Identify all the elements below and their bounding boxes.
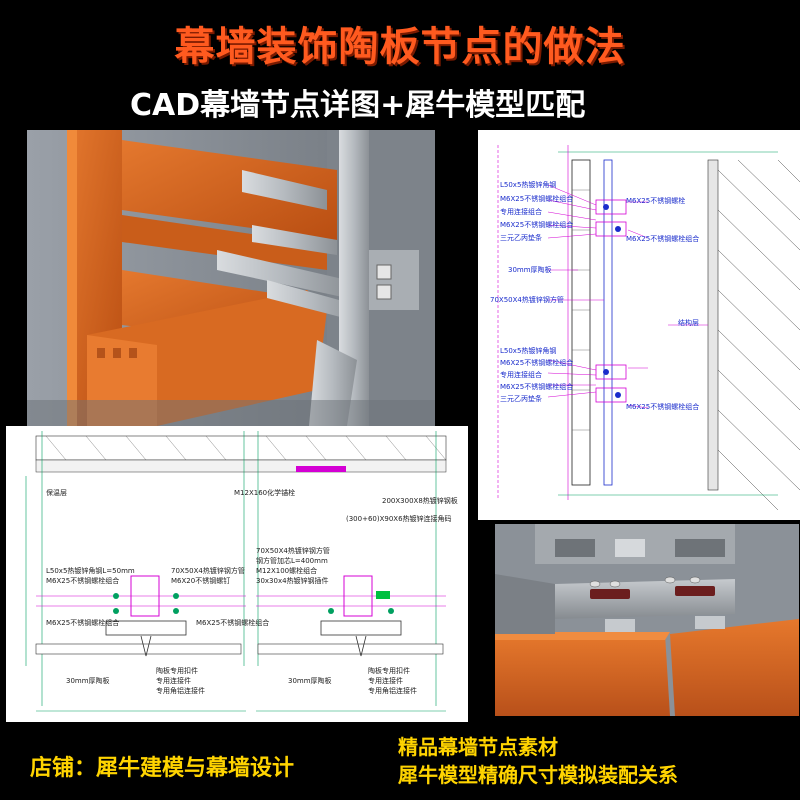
cad-vertical-label: L50x5热镀锌角钢 bbox=[500, 347, 557, 355]
cad-plan-left-label: 70X50X4热镀锌钢方管 bbox=[171, 567, 245, 575]
cad-plan-right-label: M12X100螺栓组合 bbox=[256, 567, 318, 575]
cad-plan-left-label: 保温层 bbox=[46, 489, 67, 497]
cad-plan-left-label: 专用连接件 bbox=[156, 677, 191, 685]
cad-vertical-label: 专用连接组合 bbox=[500, 208, 542, 216]
cad-vertical-label: 专用连接组合 bbox=[500, 371, 542, 379]
cad-plan-left-label: 陶板专用扣件 bbox=[156, 667, 198, 675]
cad-vertical-label: 30mm厚陶板 bbox=[508, 266, 552, 274]
cad-plan-left-label: M6X25不锈钢螺栓组合 bbox=[46, 619, 120, 627]
cad-plan-left-label: M6X25不锈钢螺栓组合 bbox=[196, 619, 270, 627]
cad-plan-sections: 保温层 L50x5热镀锌角钢L=50mm M6X25不锈钢螺栓组合 70X50X… bbox=[6, 426, 468, 722]
cad-plan-left-label: M6X25不锈钢螺栓组合 bbox=[46, 577, 120, 585]
cad-plan-right-label: 专用连接件 bbox=[368, 677, 403, 685]
cad-vertical-label: M6X25不锈钢螺栓组合 bbox=[626, 235, 700, 243]
render-top-left bbox=[27, 130, 435, 426]
cad-plan-right-label: 30x30x4热镀锌钢插件 bbox=[256, 577, 329, 585]
shop-name: 店铺：犀牛建模与幕墙设计 bbox=[30, 756, 295, 781]
cad-vertical-section: L50x5热镀锌角钢 M6X25不锈钢螺栓组合 专用连接组合 M6X25不锈钢螺… bbox=[478, 130, 800, 520]
cad-plan-left-label: M6X20不锈钢螺钉 bbox=[171, 577, 231, 585]
render-bottom-right bbox=[495, 524, 799, 716]
cad-vertical-label: 70X50X4热镀锌钢方管 bbox=[490, 296, 564, 304]
poster-title: 幕墙装饰陶板节点的做法 bbox=[174, 24, 626, 70]
cad-plan-drawing bbox=[25, 431, 447, 712]
render-top-left-image bbox=[27, 130, 435, 426]
cad-vertical-label: M6X25不锈钢螺栓组合 bbox=[500, 221, 574, 229]
cad-vertical-label: M6X25不锈钢螺栓组合 bbox=[500, 383, 574, 391]
cad-vertical-label: M6X25不锈钢螺栓组合 bbox=[500, 359, 574, 367]
cad-plan-right-label: 200X300X8热镀锌钢板 bbox=[382, 497, 458, 505]
cad-vertical-drawing bbox=[497, 145, 800, 511]
cad-vertical-label: L50x5热镀锌角钢 bbox=[500, 181, 557, 189]
footer-line-2: 犀牛模型精确尺寸模拟装配关系 bbox=[398, 763, 678, 787]
cad-plan-left-label: 30mm厚陶板 bbox=[66, 677, 110, 685]
cad-plan-right-label: 专用角铝连接件 bbox=[368, 687, 417, 695]
cad-plan-left-label: L50x5热镀锌角钢L=50mm bbox=[46, 567, 135, 575]
cad-plan-right-label: 70X50X4热镀锌钢方管 bbox=[256, 547, 330, 555]
cad-vertical-label: M6X25不锈钢螺栓组合 bbox=[626, 403, 700, 411]
poster-subtitle: CAD幕墙节点详图+犀牛模型匹配 bbox=[130, 88, 586, 123]
cad-vertical-label: M6X25不锈钢螺栓 bbox=[626, 197, 686, 205]
cad-vertical-label: 三元乙丙垫条 bbox=[500, 234, 542, 242]
cad-vertical-label: 三元乙丙垫条 bbox=[500, 395, 542, 403]
cad-plan-right-label: (300+60)X90X6热镀锌连接角码 bbox=[346, 515, 452, 523]
cad-plan-right-label: 钢方管加芯L=400mm bbox=[256, 557, 328, 565]
footer-line-1: 精品幕墙节点素材 bbox=[398, 735, 558, 759]
cad-plan-right-label: 陶板专用扣件 bbox=[368, 667, 410, 675]
cad-vertical-label: 结构层 bbox=[678, 319, 699, 327]
render-bottom-right-image bbox=[495, 524, 799, 716]
cad-vertical-label: M6X25不锈钢螺栓组合 bbox=[500, 195, 574, 203]
cad-plan-left-label: 专用角铝连接件 bbox=[156, 687, 205, 695]
footer-tagline: 精品幕墙节点素材 犀牛模型精确尺寸模拟装配关系 bbox=[398, 733, 678, 789]
cad-plan-right-label: M12X160化学锚栓 bbox=[234, 489, 296, 497]
cad-plan-right-label: 30mm厚陶板 bbox=[288, 677, 332, 685]
